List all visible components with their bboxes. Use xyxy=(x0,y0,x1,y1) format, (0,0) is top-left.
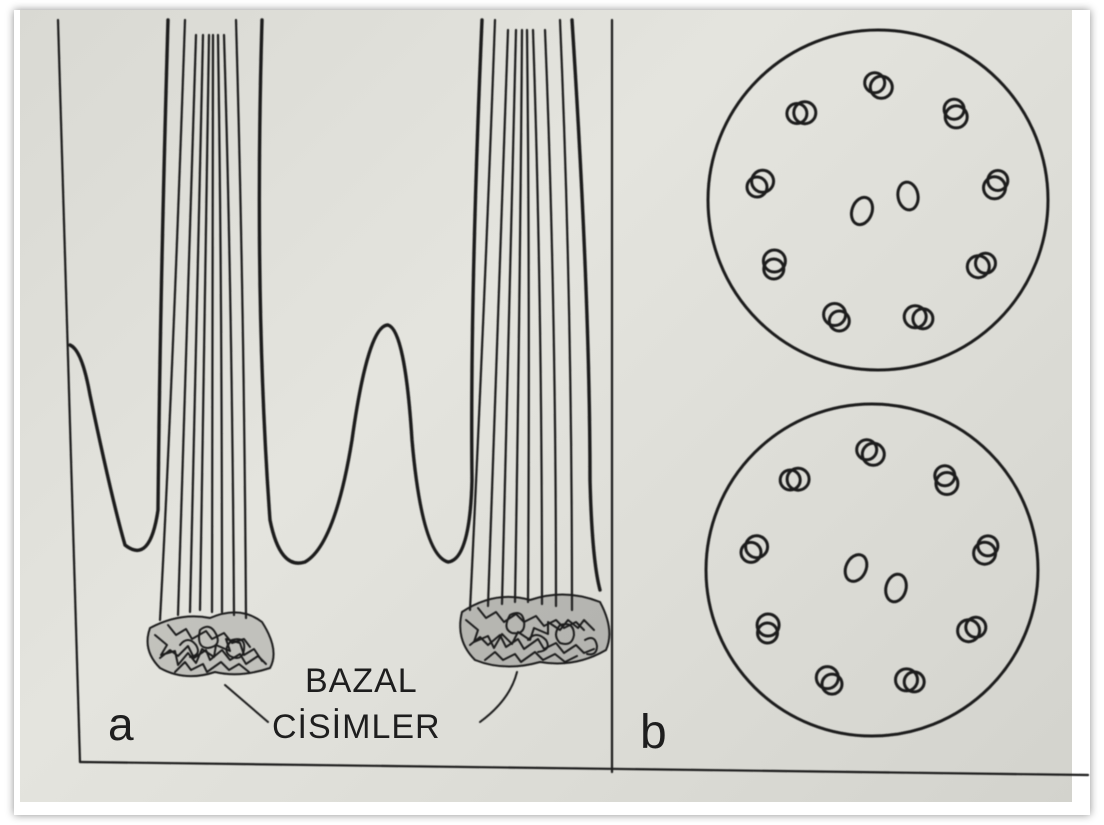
central-microtubule xyxy=(883,572,910,604)
microtubule-doublet-part xyxy=(746,536,768,558)
microtubule-doublet-part xyxy=(870,76,892,98)
basal-body-left xyxy=(148,612,274,676)
central-microtubule xyxy=(841,551,871,585)
cilium-right xyxy=(470,20,572,610)
label-cisimler: CİSİMLER xyxy=(272,708,441,746)
microtubule-doublet-part xyxy=(816,667,838,689)
microtubule-doublet-part xyxy=(967,256,989,278)
microtubule-doublet-part xyxy=(747,177,767,197)
microtubule-doublet-part xyxy=(741,542,761,562)
panel-letter-b: b xyxy=(640,706,667,759)
microtubule-doublet-part xyxy=(752,170,774,192)
panel-letter-a: a xyxy=(108,698,134,750)
microtubule-doublet-part xyxy=(824,304,846,326)
cilium-left xyxy=(160,20,246,620)
basal-body-right xyxy=(460,594,609,666)
central-microtubule xyxy=(848,194,876,227)
microtubule-doublet-part xyxy=(958,620,980,642)
cross-section-bottom xyxy=(706,404,1038,736)
microtubule-doublet-part xyxy=(862,443,884,465)
label-bazal: BAZAL xyxy=(305,662,418,700)
doublets-top xyxy=(747,73,1008,331)
doublets-bottom xyxy=(741,440,998,694)
central-microtubule xyxy=(896,180,921,211)
